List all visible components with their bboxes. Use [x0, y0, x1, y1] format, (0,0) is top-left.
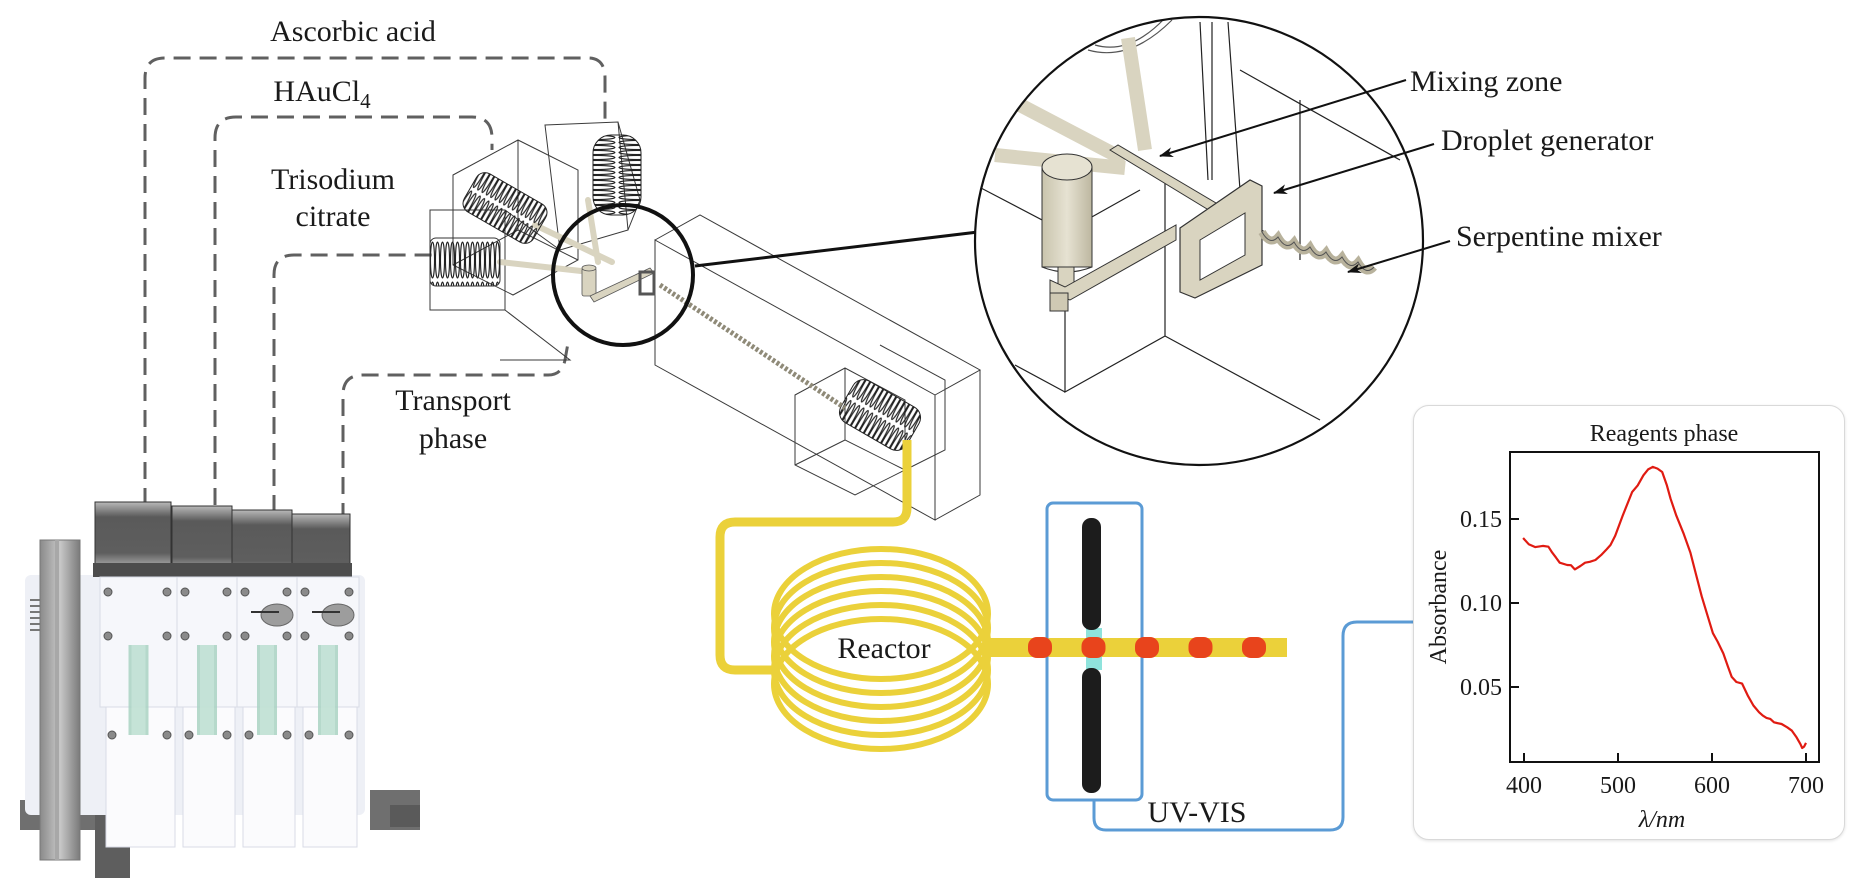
screw	[180, 631, 190, 641]
screw	[344, 587, 354, 597]
reagent-lines	[143, 56, 607, 520]
screw	[344, 631, 354, 641]
trisodium-citrate-label-line2: citrate	[296, 200, 371, 233]
screw	[103, 631, 113, 641]
coil-icon-hauc	[462, 172, 548, 244]
reactor-label: Reactor	[837, 632, 930, 665]
droplets	[1028, 637, 1266, 658]
pump-motor	[94, 501, 172, 571]
spectrum-chart-card	[1413, 405, 1845, 840]
magnified-view	[973, 15, 1425, 467]
motor-base	[230, 563, 294, 577]
screw	[300, 631, 310, 641]
absorbance-curve	[1522, 465, 1807, 750]
uvvis-label: UV-VIS	[1148, 796, 1247, 829]
reagent-coils	[429, 134, 922, 451]
coil-icon-citrate	[429, 237, 501, 287]
screw	[103, 587, 113, 597]
screw	[162, 730, 172, 740]
screw	[304, 730, 314, 740]
magnified-circle-outline	[973, 15, 1425, 467]
x-tick-label: 400	[1506, 773, 1542, 799]
valve-knob	[321, 603, 355, 627]
screw	[222, 587, 232, 597]
screw	[222, 730, 232, 740]
screw	[344, 730, 354, 740]
x-tick-label: 700	[1788, 773, 1824, 799]
motor-base	[290, 563, 352, 577]
droplet-generator-label: Droplet generator	[1441, 124, 1653, 157]
chart-title: Reagents phase	[1590, 421, 1739, 447]
detector-cable	[1092, 620, 1413, 832]
transport-phase-label-line2: phase	[419, 422, 487, 455]
syringe-module	[176, 576, 238, 848]
screw	[282, 730, 292, 740]
droplet	[1188, 637, 1213, 658]
screw	[240, 587, 250, 597]
callout-arrows	[1159, 79, 1451, 274]
trisodium-citrate-label-line1: Trisodium	[271, 163, 395, 196]
zoom-connector-line	[694, 227, 1004, 268]
screw	[282, 587, 292, 597]
screw	[222, 631, 232, 641]
zoom-focus-circle	[551, 203, 695, 347]
transport-line	[341, 342, 570, 520]
syringe-module	[236, 576, 298, 848]
droplet	[1242, 637, 1266, 658]
coil-icon-outlet	[838, 379, 922, 451]
junction-detail-small	[581, 264, 656, 303]
x-tick-label: 600	[1694, 773, 1730, 799]
mixing-zone-arrow	[1159, 79, 1407, 157]
syringe-module	[296, 576, 360, 848]
droplet	[1081, 637, 1106, 658]
screw	[162, 587, 172, 597]
motor-base	[93, 563, 173, 577]
serpentine-mixer-arrow	[1347, 240, 1451, 274]
screw	[107, 730, 117, 740]
motor-base	[170, 563, 234, 577]
screw	[162, 631, 172, 641]
droplet	[1028, 637, 1052, 658]
y-axis-label: Absorbance	[1426, 550, 1452, 665]
plot-frame	[1509, 451, 1820, 763]
y-tick-label: 0.05	[1460, 675, 1502, 701]
ascorbic-acid-label: Ascorbic acid	[270, 15, 436, 48]
valve-knob	[260, 603, 294, 627]
frame-rail	[39, 539, 81, 861]
light-source-bar	[1082, 518, 1101, 630]
screw	[244, 730, 254, 740]
droplet-generator-arrow	[1273, 143, 1435, 194]
screw	[300, 587, 310, 597]
screw	[180, 587, 190, 597]
screw	[282, 631, 292, 641]
syringe-pump-unit	[20, 501, 420, 878]
screw	[240, 631, 250, 641]
x-axis-label: λ/nm	[1638, 807, 1685, 833]
serpentine-channel	[658, 282, 847, 411]
y-tick-label: 0.15	[1460, 507, 1502, 533]
screw	[184, 730, 194, 740]
chip-channels	[497, 197, 615, 275]
syringe-module	[99, 576, 178, 848]
serpentine-mixer-label: Serpentine mixer	[1456, 220, 1662, 253]
hauc-line	[213, 115, 494, 505]
detector-bar	[1082, 668, 1101, 793]
mixing-zone-label: Mixing zone	[1410, 65, 1562, 98]
outlet-tube	[715, 440, 912, 675]
citrate-line	[272, 253, 440, 512]
hauc-label: HAuCl4	[273, 75, 371, 113]
x-tick-label: 500	[1600, 773, 1636, 799]
y-tick-label: 0.10	[1460, 591, 1502, 617]
transport-phase-label-line1: Transport	[395, 384, 511, 417]
droplet	[1135, 637, 1159, 658]
coil-icon-ascorbic	[592, 134, 642, 216]
